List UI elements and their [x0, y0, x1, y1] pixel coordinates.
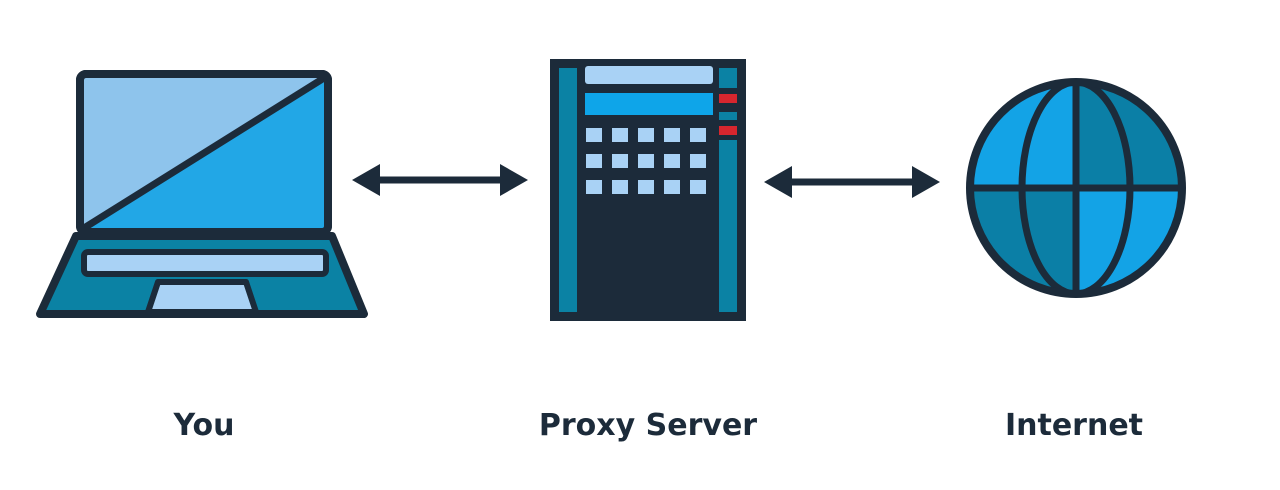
- laptop-screen-diagonal: [82, 75, 326, 231]
- laptop-keyboard: [81, 249, 329, 277]
- server-keypad: [586, 128, 706, 194]
- node-label-proxy-server: Proxy Server: [538, 408, 758, 443]
- server-icon: [550, 59, 746, 321]
- server-rail-right: [719, 140, 737, 312]
- globe-outline: [966, 78, 1186, 298]
- arrow-you-proxy: [352, 164, 528, 196]
- arrow-proxy-internet: [764, 166, 940, 198]
- server-indicator-2: [719, 126, 737, 135]
- server-rail-left: [559, 68, 577, 312]
- globe-icon: [966, 78, 1186, 298]
- laptop-touchpad: [145, 279, 259, 315]
- server-screen: [585, 93, 713, 115]
- server-indicator-1: [719, 94, 737, 103]
- laptop-icon: [36, 70, 368, 318]
- node-label-internet: Internet: [1004, 408, 1144, 443]
- server-top-panel: [585, 66, 713, 84]
- node-label-you: You: [173, 408, 235, 443]
